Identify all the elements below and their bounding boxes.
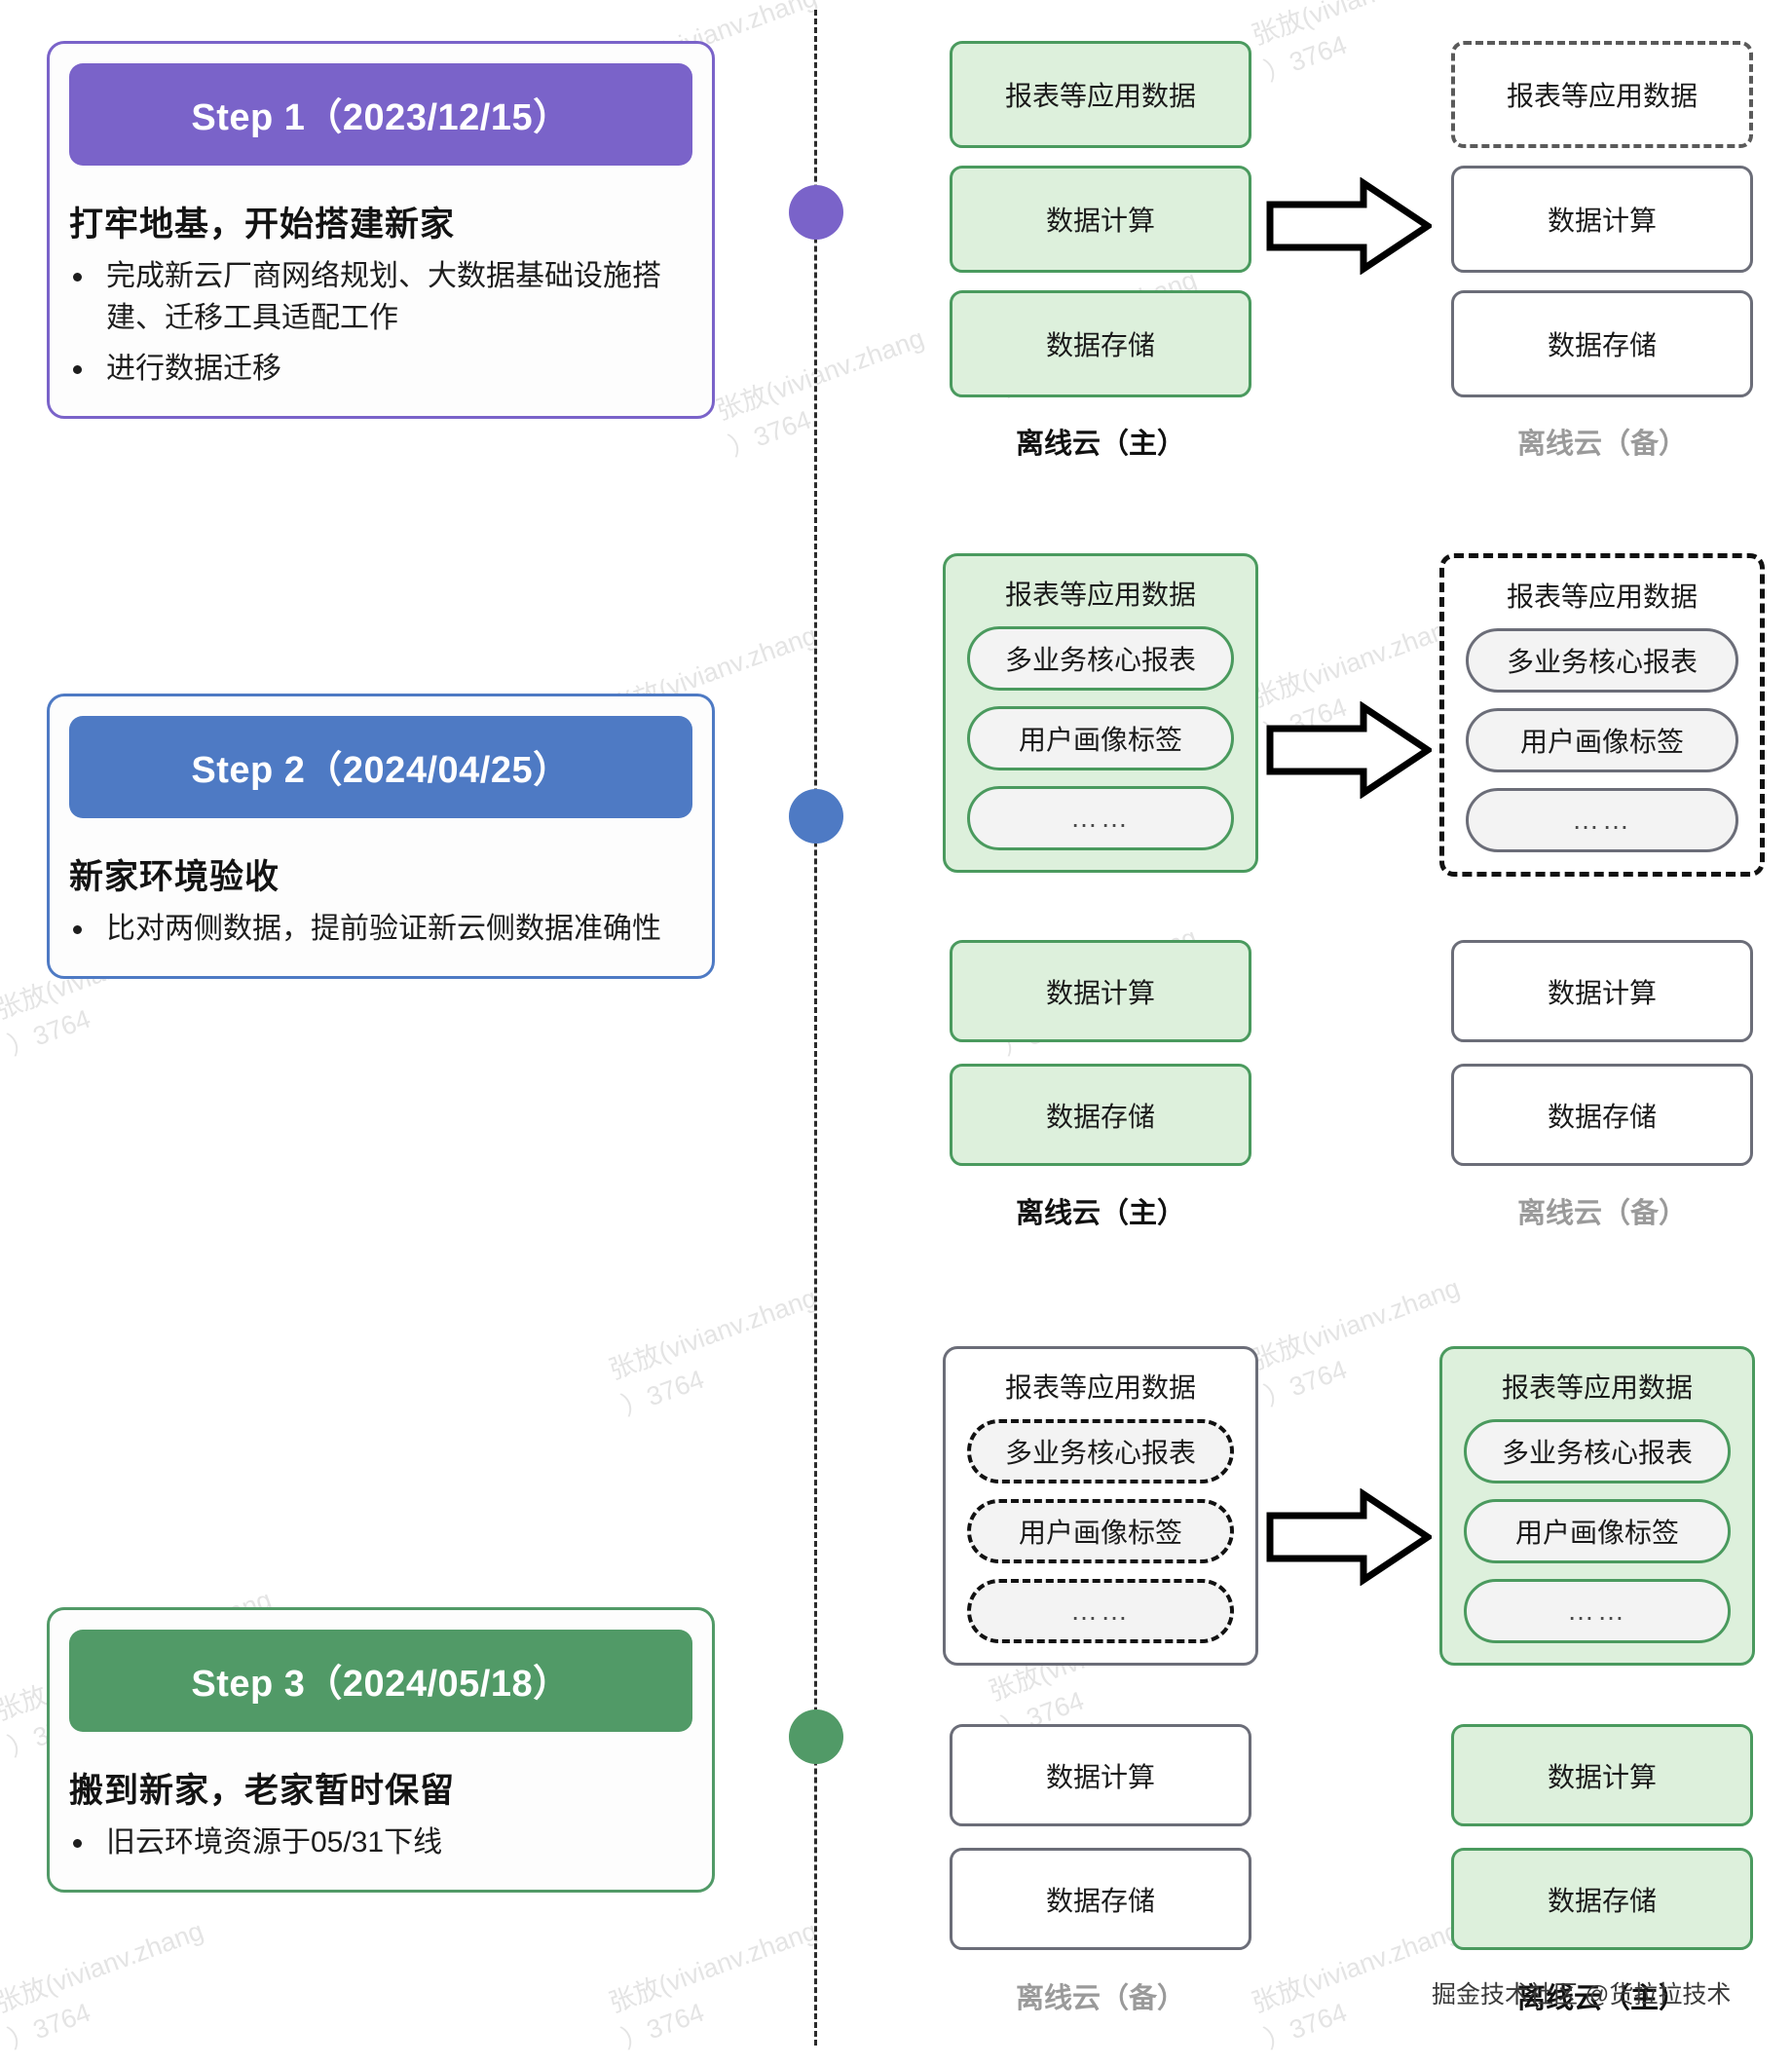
step-2-header: Step 2（2024/04/25）	[69, 716, 692, 818]
migration-arrow-icon	[1266, 701, 1432, 799]
stage2-primary-user-profile: 用户画像标签	[967, 706, 1234, 770]
stage3-backup-compute: 数据计算	[950, 1724, 1251, 1826]
stage2-backup-storage: 数据存储	[1451, 1064, 1753, 1166]
stage2-backup-user-profile: 用户画像标签	[1466, 708, 1738, 772]
step-1-title: 打牢地基，开始搭建新家	[69, 206, 456, 244]
step-card-1[interactable]: Step 1（2023/12/15） 打牢地基，开始搭建新家 完成新云厂商网络规…	[47, 41, 715, 419]
stage3-primary-core-report: 多业务核心报表	[1464, 1419, 1731, 1483]
stage1-primary-app-data: 报表等应用数据	[950, 41, 1251, 148]
stage3-primary-storage: 数据存储	[1451, 1848, 1753, 1950]
list-item: 进行数据迁移	[96, 349, 692, 391]
stage2-primary-storage: 数据存储	[950, 1064, 1251, 1166]
watermark: 张放(vivianv.zhang ）3764	[605, 1282, 821, 1421]
stage1-primary-compute: 数据计算	[950, 166, 1251, 273]
step-2-title: 新家环境验收	[69, 858, 280, 896]
step-2-bullets: 比对两侧数据，提前验证新云侧数据准确性	[96, 909, 692, 951]
stage2-backup-compute: 数据计算	[1451, 940, 1753, 1042]
group-title: 报表等应用数据	[1506, 582, 1698, 612]
list-item: 完成新云厂商网络规划、大数据基础设施搭建、迁移工具适配工作	[96, 256, 692, 339]
stage2-primary-compute: 数据计算	[950, 940, 1251, 1042]
group-title: 报表等应用数据	[1501, 1372, 1693, 1403]
stage2-left-cloud-label: 离线云（主）	[1015, 1198, 1185, 1229]
stage3-backup-ellipsis: ……	[967, 1579, 1234, 1643]
timeline-dot-step-3[interactable]	[789, 1709, 843, 1764]
group-title: 报表等应用数据	[1004, 580, 1196, 610]
step-3-bullets: 旧云环境资源于05/31下线	[96, 1822, 692, 1864]
timeline-axis	[814, 10, 817, 2046]
stage2-backup-app-data-group: 报表等应用数据 多业务核心报表 用户画像标签 ……	[1439, 553, 1765, 877]
stage1-left-cloud-label: 离线云（主）	[1015, 429, 1185, 460]
stage3-primary-app-data-group: 报表等应用数据 多业务核心报表 用户画像标签 ……	[1439, 1346, 1755, 1666]
stage2-primary-core-report: 多业务核心报表	[967, 626, 1234, 691]
stage1-backup-compute: 数据计算	[1451, 166, 1753, 273]
step-3-title: 搬到新家，老家暂时保留	[69, 1772, 456, 1810]
stage3-right-cloud-label: 离线云（主）	[1516, 1983, 1687, 2014]
step-1-header: Step 1（2023/12/15）	[69, 63, 692, 166]
stage2-primary-app-data-group: 报表等应用数据 多业务核心报表 用户画像标签 ……	[943, 553, 1258, 873]
stage2-backup-core-report: 多业务核心报表	[1466, 628, 1738, 693]
stage3-backup-app-data-group: 报表等应用数据 多业务核心报表 用户画像标签 ……	[943, 1346, 1258, 1666]
step-1-bullets: 完成新云厂商网络规划、大数据基础设施搭建、迁移工具适配工作 进行数据迁移	[96, 256, 692, 391]
stage3-backup-user-profile: 用户画像标签	[967, 1499, 1234, 1563]
watermark: 张放(vivianv.zhang ）3764	[605, 1915, 821, 2054]
watermark: 张放(vivianv.zhang ）3764	[1248, 0, 1463, 87]
timeline-dot-step-2[interactable]	[789, 789, 843, 844]
group-title: 报表等应用数据	[1004, 1372, 1196, 1403]
stage3-left-cloud-label: 离线云（备）	[1015, 1983, 1185, 2014]
stage1-primary-storage: 数据存储	[950, 290, 1251, 397]
stage3-primary-ellipsis: ……	[1464, 1579, 1731, 1643]
stage1-backup-storage: 数据存储	[1451, 290, 1753, 397]
timeline-dot-step-1[interactable]	[789, 185, 843, 240]
watermark: 张放(vivianv.zhang ）3764	[0, 1915, 207, 2054]
stage1-backup-app-data: 报表等应用数据	[1451, 41, 1753, 148]
stage2-right-cloud-label: 离线云（备）	[1516, 1198, 1687, 1229]
step-card-3[interactable]: Step 3（2024/05/18） 搬到新家，老家暂时保留 旧云环境资源于05…	[47, 1607, 715, 1893]
list-item: 旧云环境资源于05/31下线	[96, 1822, 692, 1864]
stage3-primary-compute: 数据计算	[1451, 1724, 1753, 1826]
credit-watermark: 掘金技术社区 @货拉拉技术	[1432, 1981, 1732, 2009]
stage3-backup-storage: 数据存储	[950, 1848, 1251, 1950]
watermark: 张放(vivianv.zhang ）3764	[712, 322, 928, 462]
stage1-right-cloud-label: 离线云（备）	[1516, 429, 1687, 460]
migration-arrow-icon	[1266, 1488, 1432, 1586]
stage2-backup-ellipsis: ……	[1466, 788, 1738, 852]
step-3-header: Step 3（2024/05/18）	[69, 1630, 692, 1732]
stage3-primary-user-profile: 用户画像标签	[1464, 1499, 1731, 1563]
migration-arrow-icon	[1266, 177, 1432, 275]
step-card-2[interactable]: Step 2（2024/04/25） 新家环境验收 比对两侧数据，提前验证新云侧…	[47, 694, 715, 979]
stage2-primary-ellipsis: ……	[967, 786, 1234, 850]
stage3-backup-core-report: 多业务核心报表	[967, 1419, 1234, 1483]
list-item: 比对两侧数据，提前验证新云侧数据准确性	[96, 909, 692, 951]
